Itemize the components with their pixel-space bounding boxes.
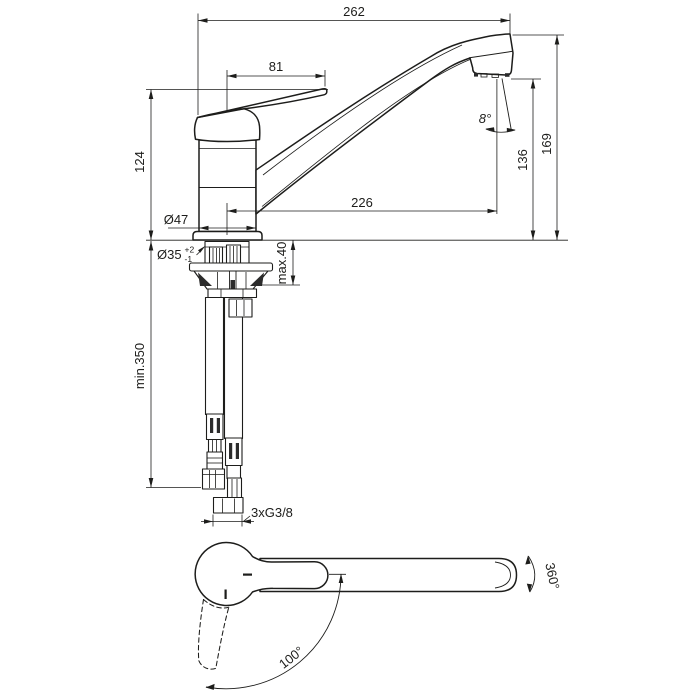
dim-height-to-lever-label: 124: [132, 151, 147, 173]
handle-top-view: [194, 541, 329, 607]
supply-hose-right: [212, 296, 253, 514]
hose-end-nut: [201, 468, 226, 490]
dim-mounting-hole-tol-upper: +2: [185, 245, 195, 255]
faucet-body: [198, 139, 257, 233]
aerator-seam: [469, 50, 514, 59]
mounting-nut: [207, 288, 258, 299]
connection-leader-line: [243, 515, 251, 522]
dim-overall-height-label: 169: [539, 133, 554, 155]
plan-view: 100° 360°: [194, 541, 563, 690]
spout-swivel-arc: 360°: [525, 555, 563, 593]
spout: [255, 33, 514, 215]
dim-spray-angle-arc: [485, 128, 516, 133]
dim-body-diameter-label: Ø47: [164, 212, 189, 227]
base-flange: [192, 230, 263, 241]
aerator-insert: [474, 73, 478, 77]
hose-end-nut: [212, 496, 244, 514]
dim-mounting-hole-tol-lower: -1: [185, 254, 193, 264]
hose-union-nut: [228, 298, 253, 318]
mounting-bracket: [188, 262, 274, 299]
dimension-annotations: 262 81 124 Ø47 Ø35 +2 -1 max.40 226 8° 1…: [132, 4, 564, 527]
spout-swivel-label: 360°: [542, 561, 562, 590]
dim-max-deck-label: max.40: [274, 242, 289, 285]
dim-connection-label: 3xG3/8: [251, 505, 293, 520]
side-elevation-view: [146, 33, 568, 514]
supply-hose-left: [201, 296, 226, 490]
dim-lever-length-label: 81: [269, 59, 283, 74]
dim-outlet-height-label: 136: [515, 149, 530, 171]
dim-mounting-hole-label: Ø35: [157, 247, 182, 262]
dim-spray-angle-label: 8°: [479, 111, 491, 126]
handle-lever: [193, 88, 328, 143]
crimp-collar: [205, 413, 224, 441]
crimp-collar: [224, 437, 243, 467]
lever-swing-label: 100°: [276, 643, 306, 671]
dim-spout-reach-label: 226: [351, 195, 373, 210]
handle-hub: [193, 108, 261, 143]
dim-min-hose-label: min.350: [132, 343, 147, 389]
handle-rotated-dashed: [197, 598, 230, 670]
dim-overall-length-label: 262: [343, 4, 365, 19]
water-stream: [501, 78, 512, 130]
lever-blade: [196, 88, 328, 119]
